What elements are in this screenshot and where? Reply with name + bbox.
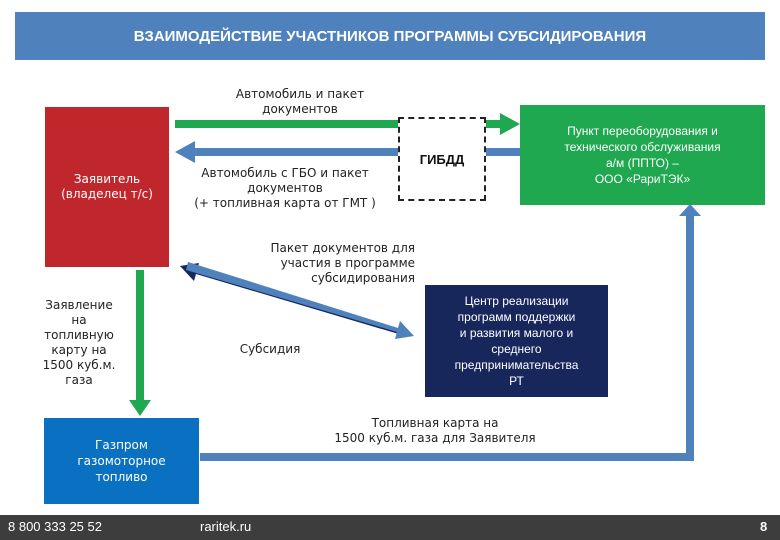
- ppto-box: Пункт переоборудования и технического об…: [520, 105, 765, 205]
- gibdd-label: ГИБДД: [419, 151, 465, 167]
- footer-phone: 8 800 333 25 52: [8, 519, 102, 534]
- label-application: Заявление на топливную карту на 1500 куб…: [42, 298, 116, 387]
- arrow-application: [129, 270, 151, 416]
- footer-site-link[interactable]: raritek.ru: [200, 519, 252, 534]
- center-label: Центр реализации программ поддержки и ра…: [454, 294, 579, 388]
- arrow-car-docs: [175, 113, 520, 135]
- label-package: Пакет документов для участия в программе…: [270, 241, 416, 285]
- gibdd-box: ГИБДД: [398, 117, 486, 201]
- label-fuel-card: Топливная карта на 1500 куб.м. газа для …: [334, 416, 536, 445]
- footer-bar: [0, 515, 780, 540]
- label-car-gbo: Автомобиль с ГБО и пакет документов (+ т…: [194, 166, 376, 210]
- label-subsidy: Субсидия: [239, 342, 301, 356]
- ppto-label: Пункт переоборудования и технического об…: [564, 124, 721, 186]
- arrow-package: [186, 262, 414, 339]
- center-box: Центр реализации программ поддержки и ра…: [425, 285, 608, 397]
- applicant-label: Заявитель (владелец т/с): [61, 172, 153, 201]
- page-title: ВЗАИМОДЕЙСТВИЕ УЧАСТНИКОВ ПРОГРАММЫ СУБС…: [15, 12, 765, 60]
- gazprom-label: Газпром газомоторное топливо: [77, 438, 166, 484]
- gazprom-box: Газпром газомоторное топливо: [44, 418, 199, 504]
- arrow-car-gbo: [175, 141, 520, 163]
- footer-page-number: 8: [760, 519, 768, 534]
- applicant-box: Заявитель (владелец т/с): [44, 106, 170, 268]
- label-car-docs: Автомобиль и пакет документов: [235, 87, 365, 116]
